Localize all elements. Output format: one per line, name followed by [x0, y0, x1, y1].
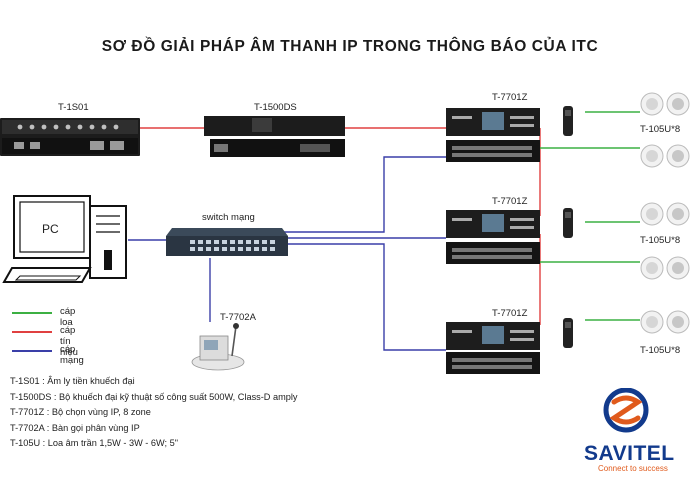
legend-swatch [12, 331, 52, 333]
speaker-icon [640, 144, 690, 168]
pc-computer [2, 195, 127, 283]
preamp-label: T-1S01 [58, 102, 89, 113]
legend-swatch [12, 312, 52, 314]
legend-swatch [12, 350, 52, 352]
zone-2-label: T-7701Z [492, 196, 528, 207]
zone-rack-2 [446, 208, 573, 264]
speaker-2-label: T-105U*8 [640, 235, 681, 246]
speaker-icon [640, 310, 690, 334]
preamp-device [0, 118, 140, 156]
paging-console [191, 323, 245, 371]
amplifier-label: T-1500DS [254, 102, 297, 113]
pc-label: PC [42, 222, 59, 236]
note-line: T-1500DS : Bộ khuếch đại kỹ thuật số côn… [10, 391, 298, 402]
note-line: T-105U : Loa âm trần 1,5W - 3W - 6W; 5" [10, 438, 179, 449]
zone-1-label: T-7701Z [492, 92, 528, 103]
note-line: T-7701Z : Bộ chọn vùng IP, 8 zone [10, 407, 151, 418]
speaker-1-label: T-105U*8 [640, 124, 681, 135]
note-line: T-1S01 : Âm ly tiền khuếch đại [10, 376, 135, 386]
legend-label: cáp mạng [60, 344, 84, 366]
note-line: T-7702A : Bàn gọi phân vùng IP [10, 422, 140, 433]
brand-name: SAVITEL [584, 442, 675, 465]
ceiling-speakers [640, 92, 690, 334]
zone-3-label: T-7701Z [492, 308, 528, 319]
diagram-title: SƠ ĐỒ GIẢI PHÁP ÂM THANH IP TRONG THÔNG … [101, 38, 599, 55]
amplifier-device [204, 116, 345, 157]
zone-rack-3 [446, 318, 573, 374]
legend-label: cáp tín hiệu [60, 325, 78, 358]
switch-label: switch mạng [202, 212, 255, 223]
brand-tagline: Connect to success [598, 464, 668, 473]
speaker-icon [640, 202, 690, 226]
zone-rack-1 [446, 106, 573, 162]
speaker-icon [640, 92, 690, 116]
savitel-logo-icon [603, 388, 649, 433]
legend-label: cáp loa [60, 306, 76, 328]
network-switch [166, 228, 288, 256]
speaker-icon [640, 256, 690, 280]
speaker-3-label: T-105U*8 [640, 345, 681, 356]
network-cables [128, 156, 446, 351]
speaker-cables [540, 111, 640, 321]
paging-label: T-7702A [220, 312, 256, 323]
device-notes: T-1S01 : Âm ly tiền khuếch đại T-1500DS … [10, 374, 298, 452]
